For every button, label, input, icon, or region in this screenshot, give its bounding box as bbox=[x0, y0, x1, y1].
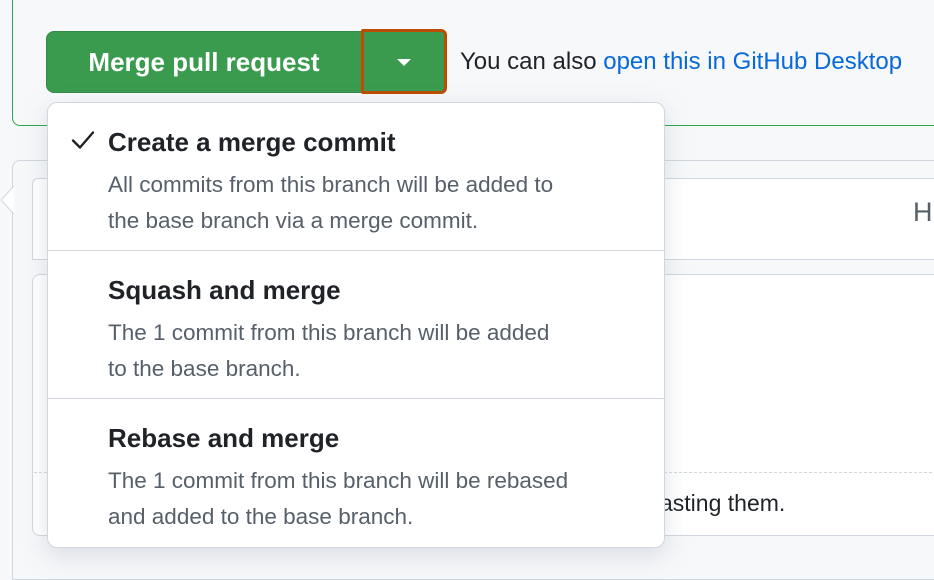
timeline-header-text: H bbox=[913, 197, 933, 227]
menu-item-description-line: the base branch via a merge commit. bbox=[108, 208, 479, 233]
triangle-down-icon bbox=[397, 59, 411, 66]
menu-item-description-line: All commits from this branch will be add… bbox=[108, 172, 554, 197]
menu-item-title: Rebase and merge bbox=[108, 423, 340, 453]
menu-item-description-line: The 1 commit from this branch will be ad… bbox=[108, 320, 550, 345]
merge-method-dropdown-button[interactable] bbox=[361, 29, 447, 94]
menu-item-squash-and-merge[interactable]: Squash and merge The 1 commit from this … bbox=[48, 251, 664, 399]
check-icon bbox=[71, 131, 95, 149]
merge-method-menu: Create a merge commit All commits from t… bbox=[47, 102, 665, 548]
menu-item-title: Squash and merge bbox=[108, 275, 341, 305]
menu-item-title: Create a merge commit bbox=[108, 127, 396, 157]
menu-item-description-line: The 1 commit from this branch will be re… bbox=[108, 468, 569, 493]
menu-item-description: The 1 commit from this branch will be re… bbox=[108, 463, 648, 535]
open-in-desktop-hint: You can also open this in GitHub Desktop bbox=[460, 48, 902, 76]
menu-item-rebase-and-merge[interactable]: Rebase and merge The 1 commit from this … bbox=[48, 399, 664, 547]
menu-item-description: The 1 commit from this branch will be ad… bbox=[108, 315, 648, 387]
timeline-card-text: asting them. bbox=[660, 490, 786, 516]
menu-item-description: All commits from this branch will be add… bbox=[108, 167, 648, 239]
merge-pull-request-button[interactable]: Merge pull request bbox=[46, 31, 362, 93]
timeline-caret-icon bbox=[0, 186, 14, 214]
merge-pull-request-label: Merge pull request bbox=[88, 46, 320, 77]
menu-item-create-merge-commit[interactable]: Create a merge commit All commits from t… bbox=[48, 103, 664, 251]
menu-item-description-line: and added to the base branch. bbox=[108, 504, 414, 529]
open-in-desktop-prefix: You can also bbox=[460, 48, 604, 75]
menu-item-description-line: to the base branch. bbox=[108, 356, 301, 381]
open-in-github-desktop-link[interactable]: open this in GitHub Desktop bbox=[603, 48, 903, 75]
